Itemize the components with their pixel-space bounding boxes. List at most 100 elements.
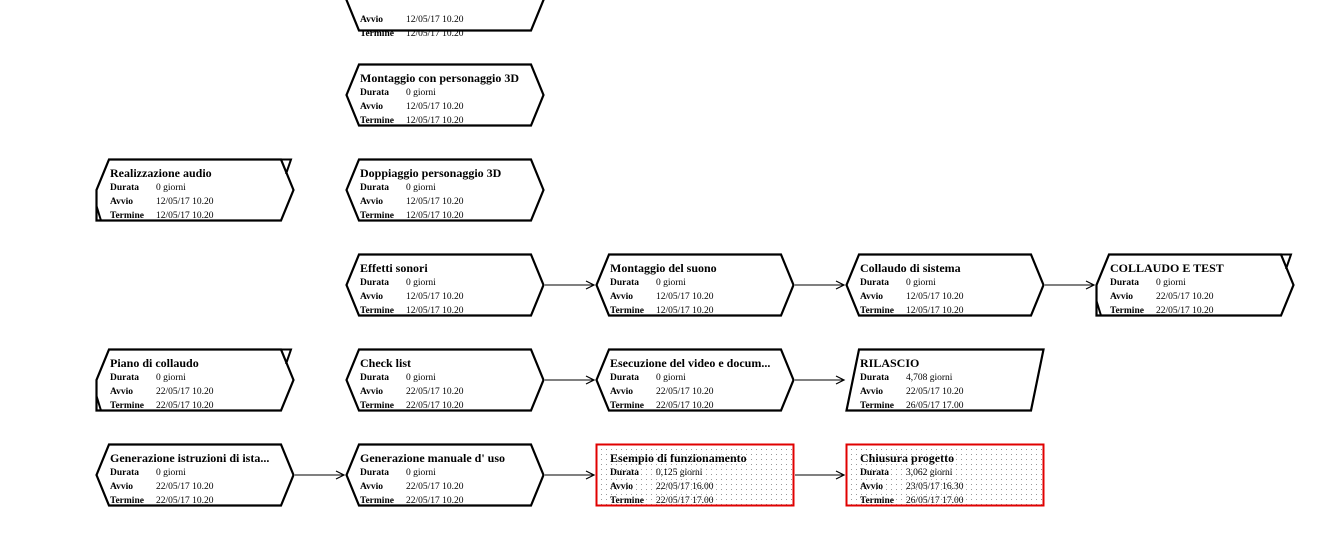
end-value: 12/05/17 10.20 (406, 29, 464, 39)
duration-label: Durata (610, 278, 640, 288)
critical-shape (595, 443, 795, 507)
start-value: 22/05/17 10.20 (406, 482, 464, 492)
task-end-row: Termine 12/05/17 10.20 (360, 28, 464, 40)
link-generazione-manuale-to-esempio-funzionamento (545, 470, 596, 480)
end-value: 22/05/17 10.20 (656, 401, 714, 411)
start-label: Avvio (360, 102, 384, 112)
duration-label: Durata (860, 468, 890, 478)
task-title: Realizzazione audio (110, 166, 212, 180)
hex-shape (595, 253, 795, 317)
end-label: Termine (110, 496, 144, 506)
hex-shape (345, 253, 545, 317)
end-value: 12/05/17 10.20 (406, 306, 464, 316)
start-label: Avvio (110, 482, 134, 492)
end-value: 12/05/17 10.20 (156, 211, 214, 221)
task-duration-row: Durata 0 giorni (1110, 277, 1186, 289)
task-duration-row: Durata 0 giorni (110, 372, 186, 384)
task-title: Check list (360, 356, 411, 370)
start-label: Avvio (860, 482, 884, 492)
task-end-row: Termine 12/05/17 10.20 (860, 305, 964, 317)
duration-label: Durata (360, 468, 390, 478)
end-value: 12/05/17 10.20 (906, 306, 964, 316)
duration-label: Durata (110, 183, 140, 193)
end-label: Termine (610, 401, 644, 411)
link-effetti-sonori-to-montaggio-suono (545, 280, 596, 290)
end-label: Termine (860, 401, 894, 411)
start-value: 22/05/17 10.20 (1156, 292, 1214, 302)
duration-label: Durata (1110, 278, 1140, 288)
duration-label: Durata (610, 468, 640, 478)
start-value: 12/05/17 10.20 (906, 292, 964, 302)
start-label: Avvio (610, 387, 634, 397)
end-value: 22/05/17 17.00 (656, 496, 714, 506)
end-label: Termine (360, 29, 394, 39)
end-value: 22/05/17 10.20 (156, 496, 214, 506)
start-value: 12/05/17 10.20 (406, 15, 464, 25)
start-value: 12/05/17 10.20 (406, 197, 464, 207)
duration-label: Durata (110, 373, 140, 383)
hex-shape (595, 348, 795, 412)
start-value: 23/05/17 16.30 (906, 482, 964, 492)
end-label: Termine (360, 496, 394, 506)
start-label: Avvio (1110, 292, 1134, 302)
hex-shape (345, 443, 545, 507)
duration-value: 0 giorni (406, 373, 436, 383)
hex-shape (345, 0, 545, 32)
parallelogram-shape (845, 348, 1045, 412)
task-title: Piano di collaudo (110, 356, 199, 370)
start-label: Avvio (360, 387, 384, 397)
start-label: Avvio (860, 387, 884, 397)
task-title: Generazione manuale d' uso (360, 451, 506, 465)
duration-value: 0 giorni (406, 278, 436, 288)
start-value: 22/05/17 10.20 (906, 387, 964, 397)
task-start-row: Avvio 23/05/17 16.30 (860, 481, 964, 493)
duration-value: 0 giorni (156, 373, 186, 383)
end-label: Termine (360, 116, 394, 126)
task-title: Montaggio con personaggio 3D (360, 71, 519, 85)
duration-value: 0 giorni (1156, 278, 1186, 288)
duration-value: 0 giorni (406, 88, 436, 98)
start-value: 22/05/17 16.00 (656, 482, 714, 492)
start-value: 12/05/17 10.20 (406, 292, 464, 302)
task-end-row: Termine 22/05/17 10.20 (110, 495, 214, 507)
end-value: 12/05/17 10.20 (406, 211, 464, 221)
end-label: Termine (860, 306, 894, 316)
summary-shape (95, 158, 295, 222)
start-value: 22/05/17 10.20 (156, 387, 214, 397)
end-label: Termine (360, 401, 394, 411)
task-title: Generazione istruzioni di ista... (110, 451, 270, 465)
duration-value: 0 giorni (156, 468, 186, 478)
task-title: RILASCIO (860, 356, 920, 370)
